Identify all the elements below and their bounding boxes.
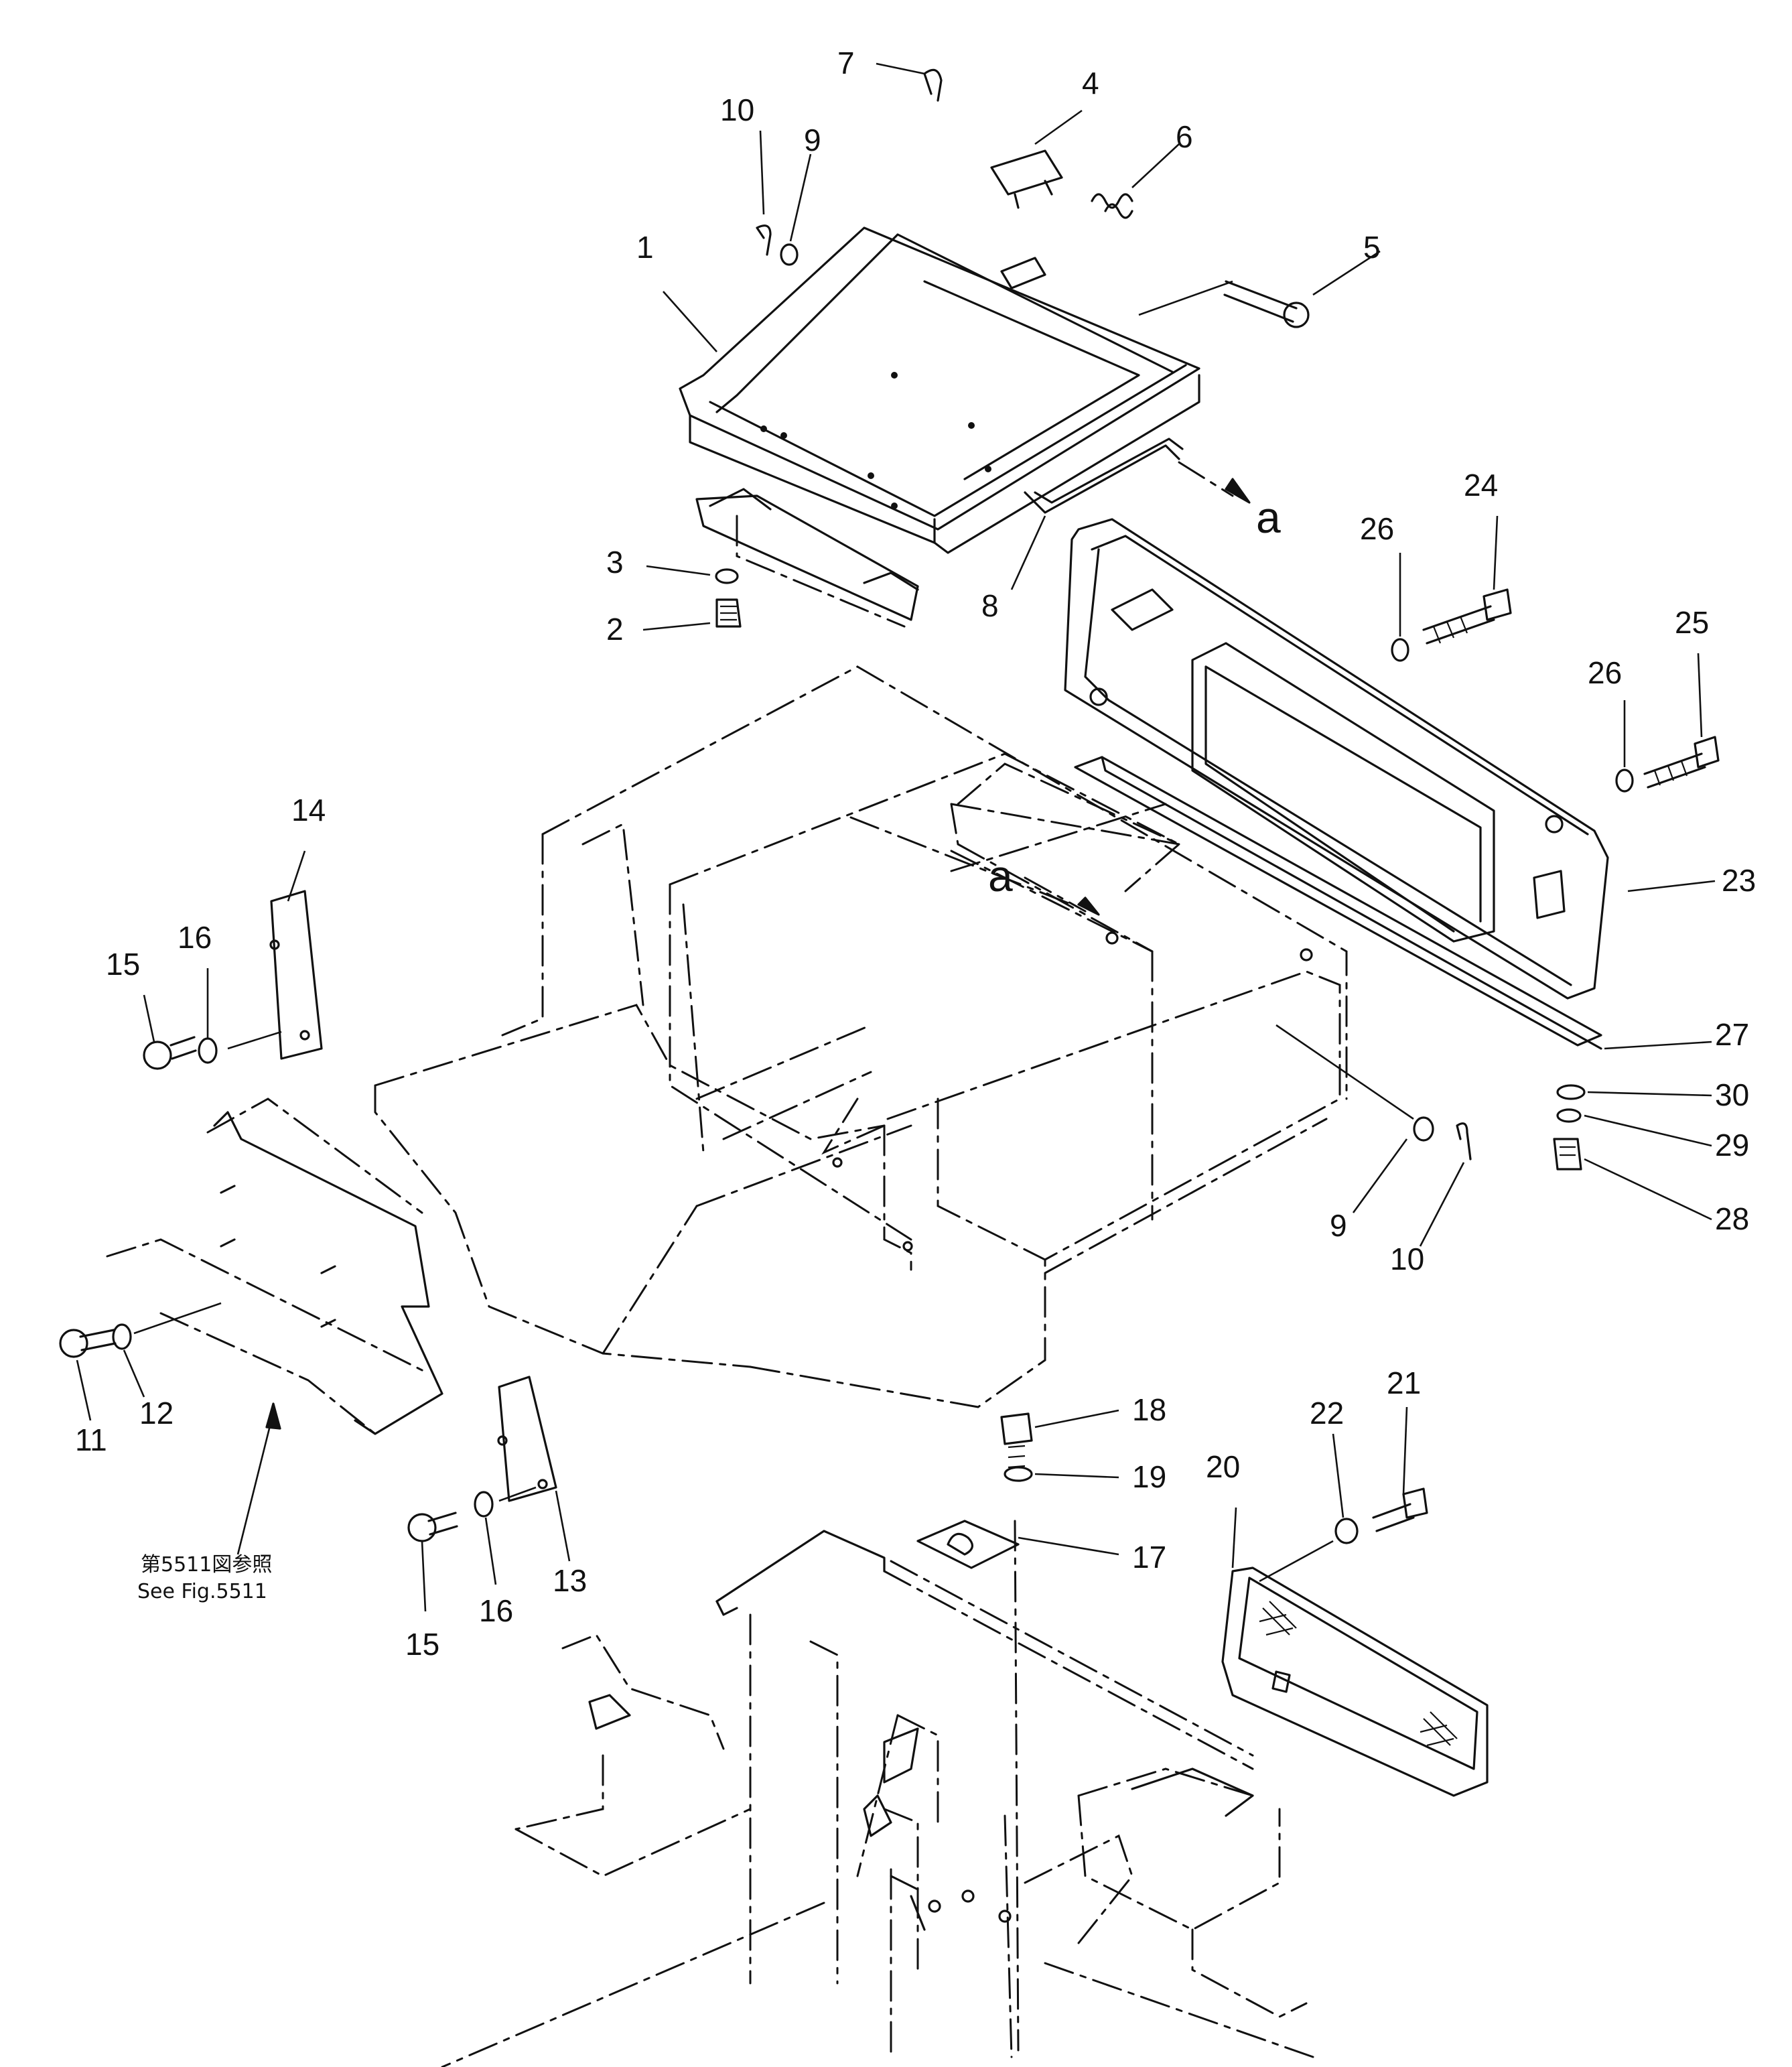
callout-7: 7 <box>837 46 855 80</box>
washer-9-top <box>780 243 799 266</box>
arrow-label-a-mid: a <box>988 851 1013 901</box>
callout-9a: 9 <box>804 123 821 157</box>
callout-2: 2 <box>606 612 624 647</box>
cab-frame <box>374 665 1348 1408</box>
reference-en: See Fig.5511 <box>137 1580 267 1603</box>
lock-washer-29 <box>1556 1108 1582 1123</box>
tray-cover-part <box>679 226 1200 554</box>
callout-10a: 10 <box>720 92 754 127</box>
callout-8: 8 <box>981 588 999 623</box>
callout-17: 17 <box>1132 1540 1166 1575</box>
callout-10b: 10 <box>1390 1242 1424 1276</box>
cotter-pin-7 <box>923 68 943 102</box>
callout-5: 5 <box>1363 230 1381 265</box>
washer-26-a <box>1391 638 1409 662</box>
bolt-24 <box>1422 588 1512 645</box>
washer-30 <box>1556 1084 1586 1100</box>
callout-16b: 16 <box>479 1593 513 1628</box>
callout-3: 3 <box>606 545 624 580</box>
callout-29: 29 <box>1715 1128 1749 1162</box>
callout-28: 28 <box>1715 1201 1749 1236</box>
cotter-pin-10-top <box>756 224 772 256</box>
support-rod-8 <box>1024 438 1184 514</box>
lock-washer-19 <box>1004 1466 1033 1482</box>
callout-15a: 15 <box>106 947 140 982</box>
bracket-27 <box>1074 756 1602 1050</box>
arrow-a-mid <box>957 762 1181 916</box>
arrow-a-top <box>1178 461 1251 504</box>
washer-9-right <box>1413 1116 1434 1142</box>
callout-20: 20 <box>1206 1449 1240 1484</box>
washer-3 <box>715 568 739 584</box>
reference-jp: 第5511図参照 <box>141 1553 272 1577</box>
washer-22 <box>1334 1518 1359 1544</box>
callout-27: 27 <box>1715 1017 1749 1052</box>
spring-6 <box>1091 193 1133 219</box>
cover-plate-13 <box>497 1376 557 1502</box>
bolt-11 <box>59 1329 117 1358</box>
bolt-28 <box>1553 1138 1582 1171</box>
bolt-15-upper <box>143 1036 197 1070</box>
callout-14: 14 <box>291 793 326 827</box>
callout-25: 25 <box>1675 605 1709 640</box>
bolt-15-lower <box>407 1512 458 1542</box>
callout-30: 30 <box>1715 1077 1749 1112</box>
callout-labels: 1 2 3 4 5 6 7 8 9 9 10 10 11 12 13 14 15… <box>75 46 1756 1662</box>
callout-6: 6 <box>1176 119 1193 154</box>
hinge-clip-4 <box>990 149 1063 209</box>
callout-15b: 15 <box>405 1627 439 1662</box>
cotter-pin-10-right <box>1456 1122 1472 1160</box>
arrow-label-a-top: a <box>1256 492 1281 542</box>
callout-21: 21 <box>1387 1365 1421 1400</box>
callout-4: 4 <box>1082 66 1099 101</box>
callout-11: 11 <box>75 1422 107 1457</box>
leader-lines <box>76 62 1716 1612</box>
callout-26b: 26 <box>1588 655 1622 690</box>
plate-17 <box>916 1520 1020 1569</box>
washer-16-upper <box>198 1037 218 1064</box>
cover-plate-14 <box>269 890 323 1060</box>
callout-12: 12 <box>139 1396 174 1430</box>
callout-13: 13 <box>553 1563 587 1598</box>
callout-23: 23 <box>1722 863 1756 898</box>
callout-16a: 16 <box>178 920 212 955</box>
washer-16-lower <box>474 1491 494 1518</box>
pin-5 <box>1138 280 1310 328</box>
callout-1: 1 <box>636 230 654 265</box>
bolt-18 <box>1000 1412 1033 1469</box>
callout-19: 19 <box>1132 1459 1166 1494</box>
callout-26a: 26 <box>1360 511 1394 546</box>
callout-22: 22 <box>1310 1396 1344 1430</box>
callout-24: 24 <box>1464 468 1498 503</box>
callout-9b: 9 <box>1330 1208 1347 1243</box>
side-cover-20 <box>1221 1566 1489 1797</box>
washer-26-b <box>1615 769 1634 793</box>
rear-panel-23 <box>1064 518 1609 1000</box>
washer-12 <box>112 1323 132 1350</box>
bolt-21 <box>1372 1487 1428 1532</box>
bolt-25 <box>1643 736 1720 789</box>
side-panel-left <box>106 1097 443 1435</box>
callout-18: 18 <box>1132 1392 1166 1427</box>
lower-frame <box>441 1520 1314 2067</box>
tray-bracket <box>695 488 919 628</box>
bolt-2 <box>715 598 742 628</box>
